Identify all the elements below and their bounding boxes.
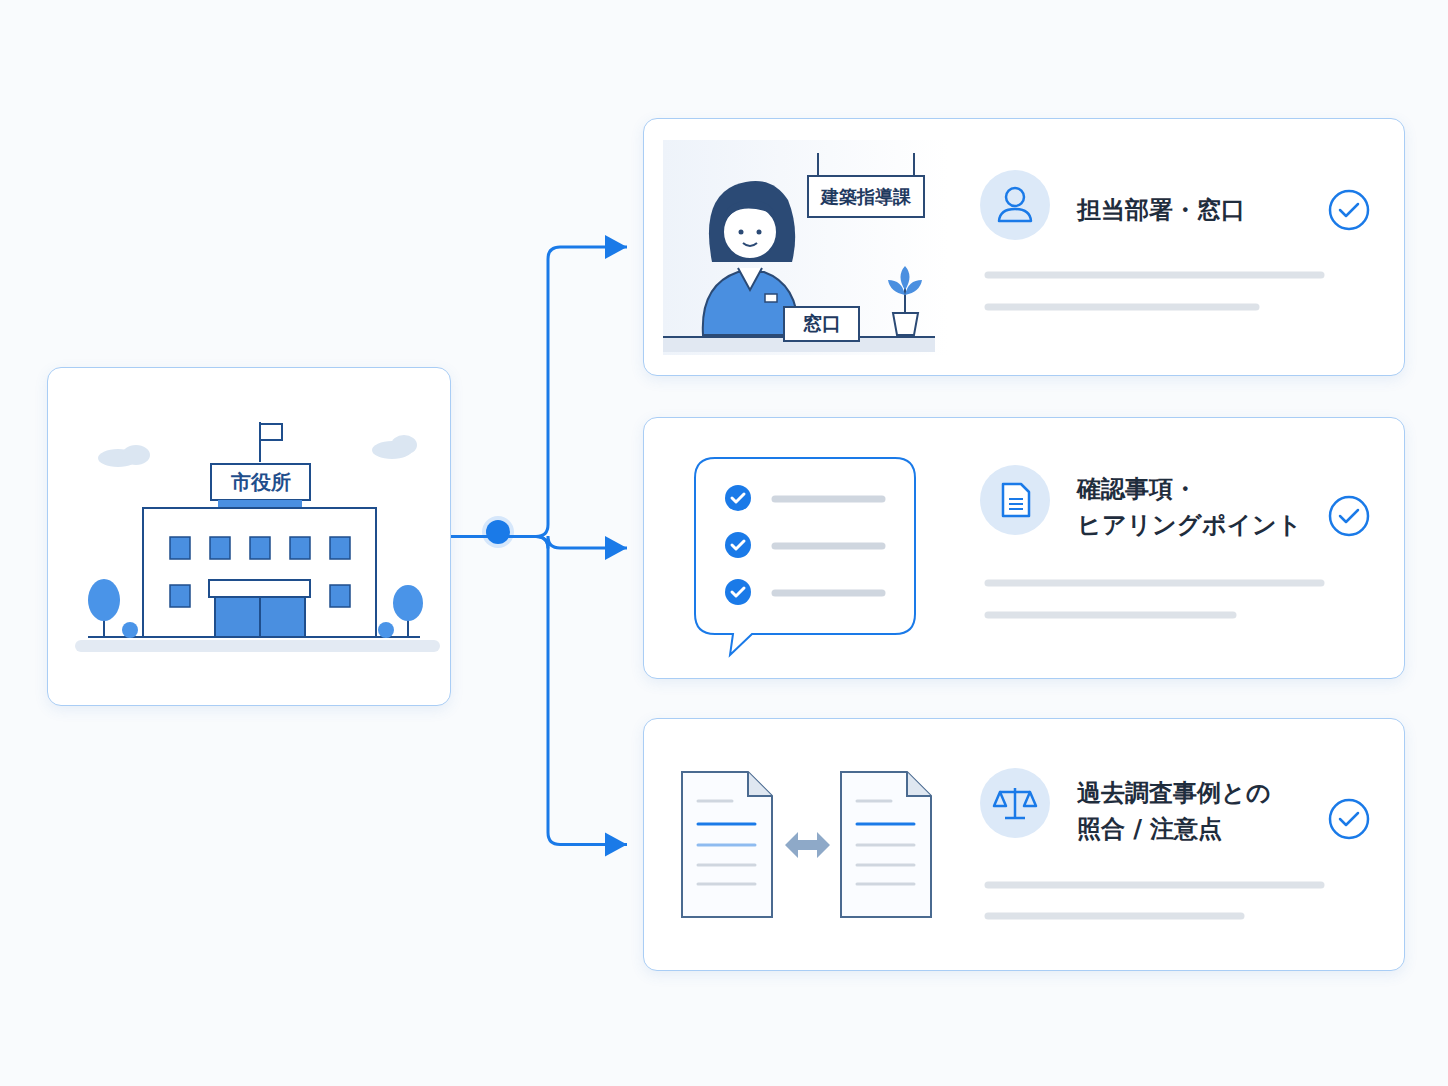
card-title: 過去調査事例との 照合 / 注意点	[1077, 775, 1309, 847]
branch-arrow	[451, 235, 627, 537]
card-title: 担当部署・窓口	[1077, 192, 1357, 228]
branch-arrow	[451, 537, 627, 857]
signboard-label: 建築指導課	[807, 175, 925, 218]
process-box: 担当部署・窓口	[643, 118, 1405, 376]
branch-arrow	[451, 536, 627, 560]
process-box: 過去調査事例との 照合 / 注意点	[643, 718, 1405, 971]
process-box: 市役所	[47, 367, 451, 706]
junction-dot	[486, 520, 510, 544]
card-title: 確認事項・ ヒアリングポイント	[1077, 471, 1309, 543]
signboard-label: 窓口	[783, 306, 860, 342]
process-box: 確認事項・ ヒアリングポイント	[643, 417, 1405, 679]
building-sign: 市役所	[210, 463, 311, 501]
